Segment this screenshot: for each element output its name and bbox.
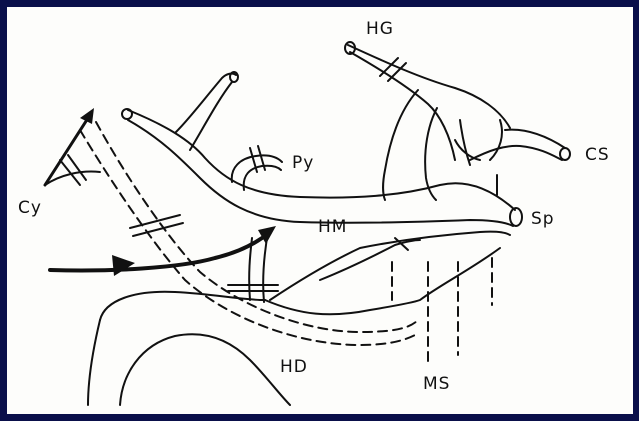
label-py: Py xyxy=(292,153,314,173)
label-ms: MS xyxy=(423,374,450,394)
label-hg: HG xyxy=(366,19,394,39)
label-hd: HD xyxy=(280,357,308,377)
label-hm: HM xyxy=(318,217,347,237)
label-cs: CS xyxy=(585,145,610,165)
label-cy: Cy xyxy=(18,198,42,218)
label-sp: Sp xyxy=(531,209,555,229)
